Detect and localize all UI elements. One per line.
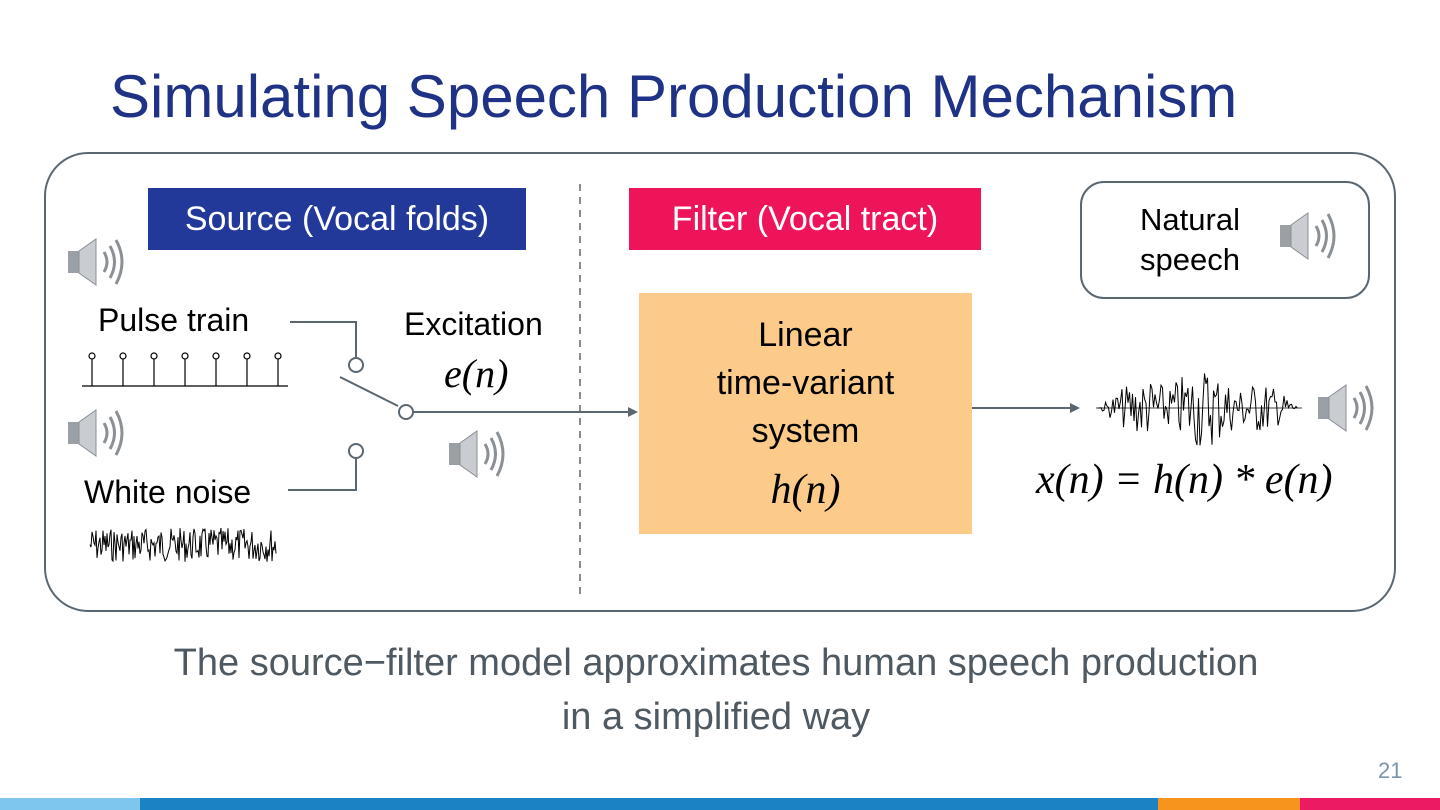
output-equation: x(n) = h(n) * e(n) bbox=[1036, 457, 1333, 503]
switch-contact-top bbox=[348, 357, 364, 373]
source-label: Source (Vocal folds) bbox=[148, 188, 526, 250]
noise-wire bbox=[288, 459, 357, 491]
system-label: Linear time-variant system bbox=[639, 311, 972, 455]
excitation-label: Excitation bbox=[404, 306, 543, 342]
natural-speech-box bbox=[1080, 181, 1370, 299]
pulse-head bbox=[150, 352, 158, 360]
footer-bar-pink bbox=[1300, 798, 1440, 810]
footer-bar-blue bbox=[140, 798, 1158, 810]
pulse-head bbox=[243, 352, 251, 360]
caption-line2: in a simplified way bbox=[561, 696, 871, 738]
footer-bar-light bbox=[0, 798, 140, 810]
natural-speech-line2: speech bbox=[1140, 242, 1240, 277]
speaker-icon[interactable] bbox=[1278, 211, 1336, 261]
switch-lever bbox=[339, 376, 399, 407]
pulse-head bbox=[119, 352, 127, 360]
speaker-icon[interactable] bbox=[447, 429, 505, 479]
natural-speech-label: Natural speech bbox=[1110, 200, 1270, 280]
page-title: Simulating Speech Production Mechanism bbox=[110, 63, 1238, 130]
pulse-head bbox=[88, 352, 96, 360]
excitation-symbol: e(n) bbox=[444, 351, 509, 396]
speaker-icon[interactable] bbox=[1316, 383, 1374, 433]
system-line2: time-variant bbox=[716, 364, 895, 402]
switch-contact-bottom bbox=[348, 443, 364, 459]
footer-bar-orange bbox=[1158, 798, 1300, 810]
system-block bbox=[639, 293, 972, 534]
speech-waveform bbox=[1098, 373, 1298, 446]
system-line3: system bbox=[751, 412, 860, 450]
natural-speech-line1: Natural bbox=[1140, 202, 1240, 237]
switch-pivot bbox=[398, 404, 414, 420]
white-noise-label: White noise bbox=[84, 474, 252, 510]
pulse-head bbox=[274, 352, 282, 360]
white-noise-plot bbox=[89, 527, 277, 563]
pulse-head bbox=[212, 352, 220, 360]
white-noise-waveform bbox=[89, 527, 277, 563]
page-number: 21 bbox=[1378, 758, 1403, 783]
diagram-frame bbox=[44, 152, 1396, 612]
pulse-train-plot bbox=[82, 352, 288, 387]
system-line1: Linear bbox=[758, 316, 853, 354]
pulse-head bbox=[181, 352, 189, 360]
system-symbol: h(n) bbox=[770, 467, 841, 513]
filter-label: Filter (Vocal tract) bbox=[629, 188, 981, 250]
switch-wiring bbox=[288, 321, 1080, 491]
pulse-train-label: Pulse train bbox=[98, 302, 250, 338]
caption-line1: The source−filter model approximates hum… bbox=[173, 642, 1259, 684]
speech-waveform-plot bbox=[1096, 373, 1302, 446]
speaker-icon[interactable] bbox=[66, 408, 124, 458]
speaker-icon[interactable] bbox=[66, 237, 124, 287]
pulse-wire bbox=[290, 321, 357, 357]
